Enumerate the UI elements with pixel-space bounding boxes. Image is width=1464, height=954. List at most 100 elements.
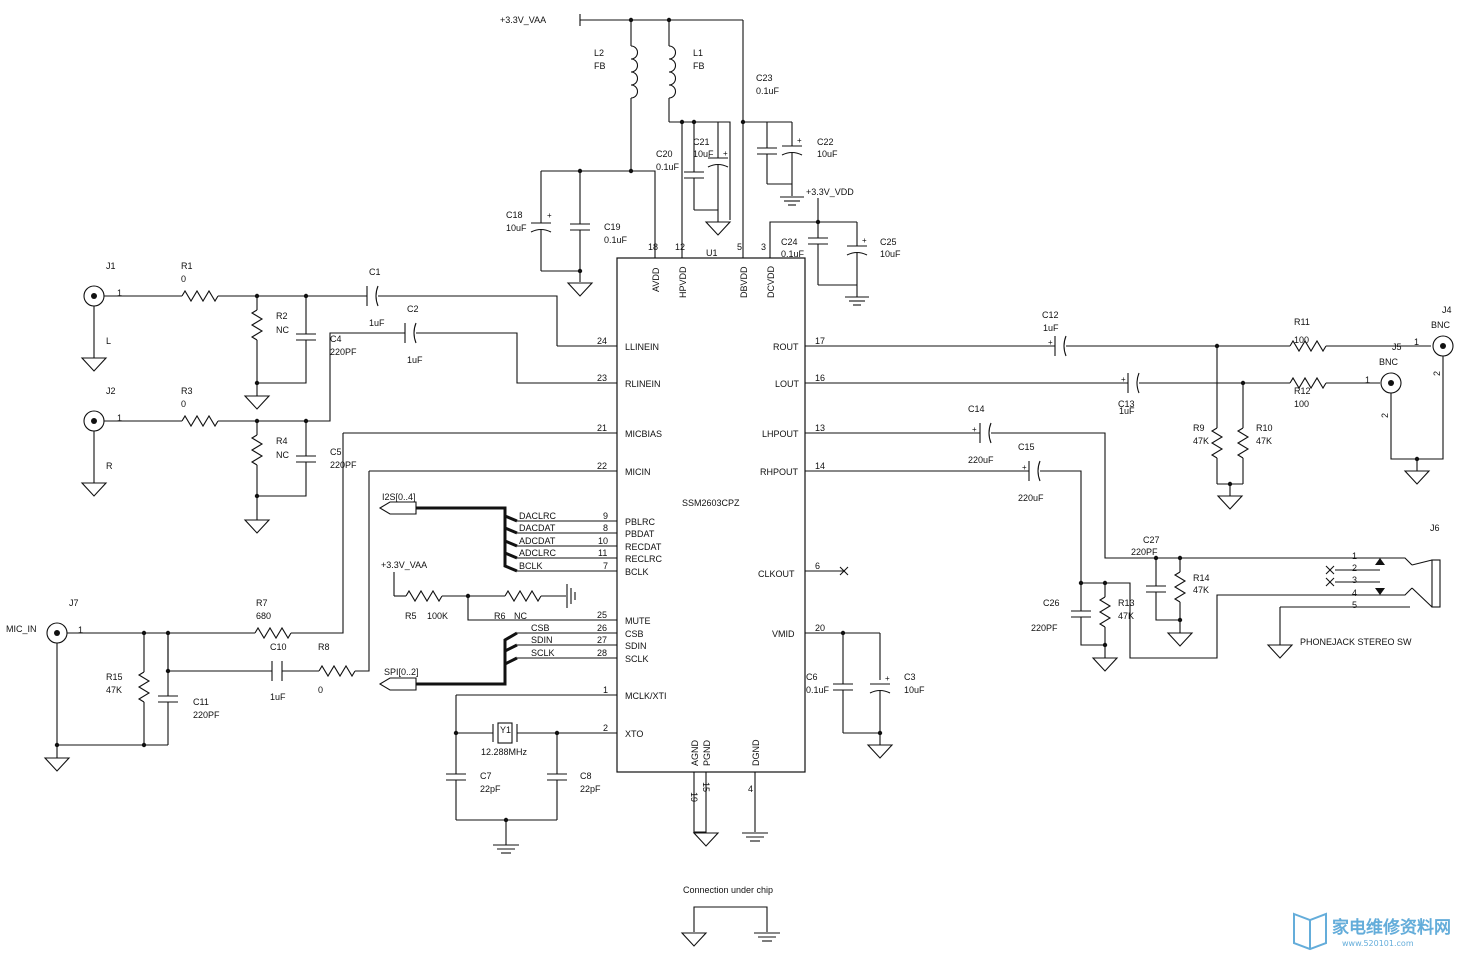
pin-num-llinein: 24 — [597, 336, 607, 346]
c3-ref: C3 — [904, 672, 916, 682]
resistor-r11 — [1289, 339, 1327, 353]
pin-name-csb: CSB — [625, 629, 644, 639]
resistor-r3 — [181, 414, 219, 428]
c18-ref: C18 — [506, 210, 523, 220]
pin-num-sclk: 28 — [597, 648, 607, 658]
pin-name-rhpout: RHPOUT — [760, 467, 799, 477]
ground-j1 — [80, 357, 108, 372]
r10-value: 47K — [1256, 436, 1272, 446]
net-sclk: SCLK — [531, 648, 555, 658]
pin-num-csb: 26 — [597, 623, 607, 633]
pin-num-pgnd: 15 — [701, 782, 711, 792]
j6-pin5: 5 — [1352, 600, 1357, 610]
resistor-r9 — [1210, 427, 1224, 459]
r6-value: NC — [514, 611, 527, 621]
c7-value: 22pF — [480, 784, 501, 794]
c19-ref: C19 — [604, 222, 621, 232]
c13-value: 1uF — [1119, 406, 1135, 416]
j5-ref: J5 — [1392, 342, 1402, 352]
pin-name-llinein: LLINEIN — [625, 342, 659, 352]
svg-text:+: + — [885, 674, 890, 683]
vdd-label: +3.3V_VDD — [806, 187, 854, 197]
ground-avdd — [566, 282, 594, 297]
c23-ref: C23 — [756, 73, 773, 83]
pin-name-micin: MICIN — [625, 467, 651, 477]
resistor-r13 — [1098, 596, 1112, 628]
under-chip-note: Connection under chip — [683, 885, 773, 895]
vmid-decoupling: C6 0.1uF + C3 10uF — [806, 630, 925, 759]
ground-dgnd — [742, 832, 768, 842]
pin-num-micbias: 21 — [597, 423, 607, 433]
ground-j2 — [80, 482, 108, 497]
c1-value: 1uF — [369, 318, 385, 328]
resistor-r12 — [1289, 376, 1327, 390]
spi-bus: SPI[0..2] CSB SDIN SCLK — [378, 623, 555, 691]
r15-ref: R15 — [106, 672, 123, 682]
net-adcdat: ADCDAT — [519, 536, 556, 546]
pin-name-micbias: MICBIAS — [625, 429, 662, 439]
y1-value: 12.288MHz — [481, 747, 528, 757]
ic-left-pins: 24 23 21 22 9 8 10 11 7 25 26 27 28 1 2 … — [343, 336, 667, 739]
c26-value: 220PF — [1031, 623, 1058, 633]
watermark-title: 家电维修资料网 — [1332, 917, 1451, 938]
svg-text:+: + — [797, 136, 802, 145]
c19-value: 0.1uF — [604, 235, 628, 245]
j2-label: R — [106, 461, 113, 471]
c12-value: 1uF — [1043, 323, 1059, 333]
j5-pin2: 2 — [1380, 413, 1390, 418]
c4-ref: C4 — [330, 334, 342, 344]
j6-pin2: 2 — [1352, 563, 1357, 573]
c8-ref: C8 — [580, 771, 592, 781]
pin-num-clkout: 6 — [815, 561, 820, 571]
ground-analog-under-chip — [680, 932, 708, 947]
r9-ref: R9 — [1193, 423, 1205, 433]
j6-pin3: 3 — [1352, 575, 1357, 585]
c14-ref: C14 — [968, 404, 985, 414]
c7-ref: C7 — [480, 771, 492, 781]
j6-nc-marks — [1325, 565, 1335, 587]
net-adclrc: ADCLRC — [519, 548, 557, 558]
ic-right-pins: 17 16 13 14 6 20 ROUT LOUT LHPOUT RHPOUT… — [758, 336, 1128, 639]
pin-name-pblrc: PBLRC — [625, 517, 656, 527]
c10-value: 1uF — [270, 692, 286, 702]
pin-num-mclk: 1 — [603, 685, 608, 695]
r13-ref: R13 — [1118, 598, 1135, 608]
pin-name-recdat: RECDAT — [625, 542, 662, 552]
power-supply: +3.3V_VAA L2 FB L1 FB + C18 10uF C19 0.1… — [500, 14, 901, 306]
pin-name-pgnd: PGND — [702, 739, 712, 766]
j7-label: MIC_IN — [6, 624, 37, 634]
pin-name-clkout: CLKOUT — [758, 569, 795, 579]
r4-ref: R4 — [276, 436, 288, 446]
ground-bnc — [1403, 470, 1431, 485]
pin-name-vmid: VMID — [772, 629, 795, 639]
inductor-l1 — [668, 45, 677, 99]
ground-r2 — [243, 395, 271, 410]
mic-input: J7 MIC_IN 1 R7 680 R15 47K C11 220PF C10… — [6, 433, 370, 772]
ground-r14 — [1166, 632, 1194, 647]
net-dacdat: DACDAT — [519, 523, 556, 533]
j2-ref: J2 — [106, 386, 116, 396]
svg-text:+: + — [972, 425, 977, 434]
clkout-no-connect — [839, 566, 849, 576]
j1-pin1: 1 — [117, 288, 122, 298]
pin-name-rout: ROUT — [773, 342, 799, 352]
net-csb: CSB — [531, 623, 550, 633]
c10-ref: C10 — [270, 642, 287, 652]
ground-dbvdd — [780, 196, 804, 206]
c6-value: 0.1uF — [806, 685, 830, 695]
pin-num-mute: 25 — [597, 610, 607, 620]
j5-pin1: 1 — [1365, 375, 1370, 385]
r14-value: 47K — [1193, 585, 1209, 595]
r8-value: 0 — [318, 685, 323, 695]
pin-num-vmid: 20 — [815, 623, 825, 633]
j4-label: BNC — [1431, 320, 1451, 330]
pin-num-micin: 22 — [597, 461, 607, 471]
pin-name-reclrc: RECLRC — [625, 554, 663, 564]
mute-network: +3.3V_VAA R5 100K R6 NC — [381, 560, 576, 621]
j7-ref: J7 — [69, 598, 79, 608]
vaa-r5-label: +3.3V_VAA — [381, 560, 427, 570]
r4-value: NC — [276, 450, 289, 460]
crystal-y1 — [497, 722, 513, 744]
j6-label: PHONEJACK STEREO SW — [1300, 637, 1412, 647]
pin-num-rhpout: 14 — [815, 461, 825, 471]
